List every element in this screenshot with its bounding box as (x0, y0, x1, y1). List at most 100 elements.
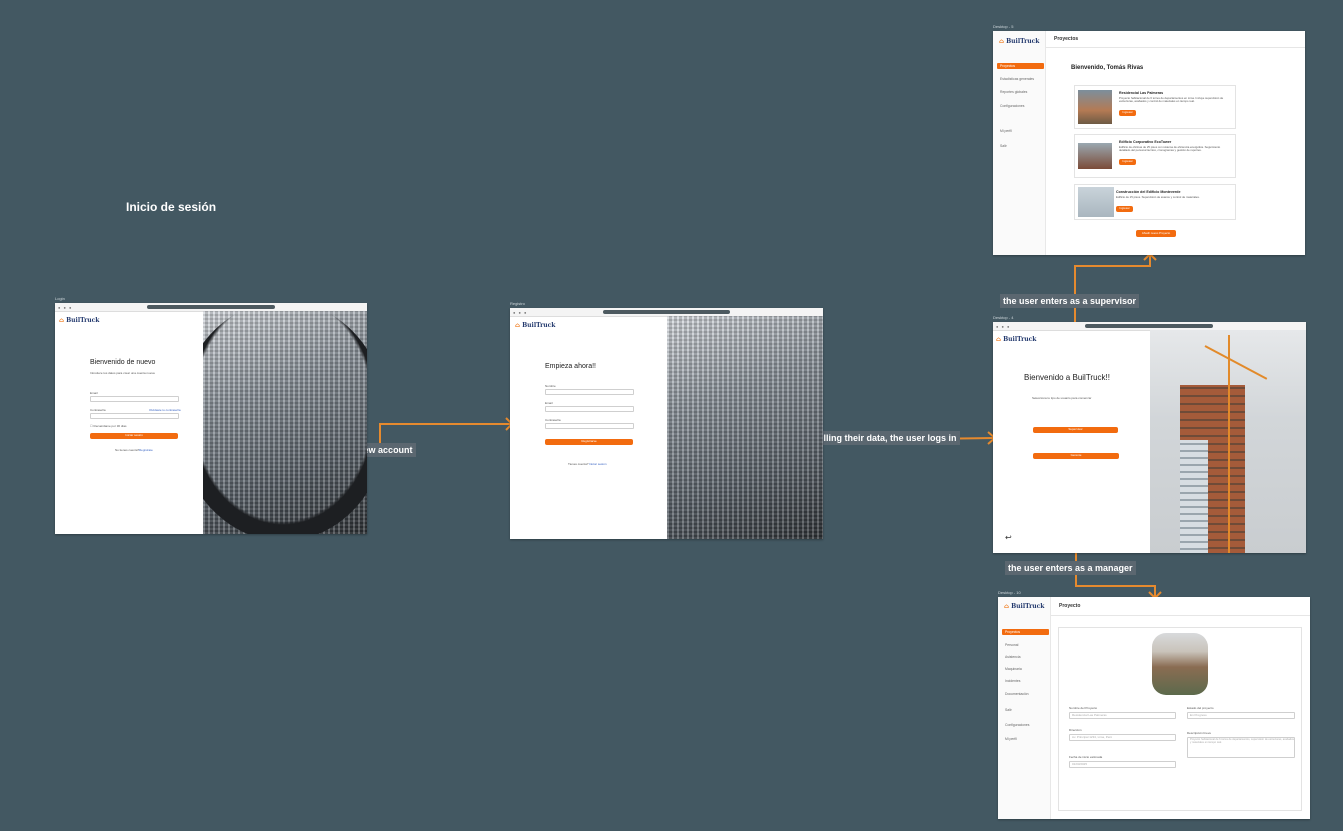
window-bar: ● ● ● (993, 322, 1306, 331)
supervisor-sidebar: ⌂ BuilTruck Proyectos Estadísticas gener… (993, 31, 1046, 255)
project-desc: Proyecto habitacional de 6 torres de dep… (1119, 96, 1224, 104)
crane-mast (1228, 335, 1230, 553)
login-link[interactable]: Iniciar sesión (589, 462, 607, 466)
project-desc: Edificio de oficinas de 25 pisos con sis… (1119, 145, 1221, 153)
sidebar-item-configuraciones[interactable]: Configuraciones (1000, 104, 1025, 108)
sidebar-item-proyectos[interactable]: Proyectos (1002, 629, 1049, 635)
frame-label-login: Login (55, 296, 65, 301)
description-textarea[interactable]: Proyecto habitacional de 6 torres de dep… (1187, 737, 1295, 758)
frame-label-register: Registro (510, 301, 525, 306)
crane-jib (1204, 345, 1268, 380)
canvas-title: Inicio de sesión (126, 200, 217, 214)
window-bar: ● ● ● (510, 308, 823, 317)
window-controls-icon: ● ● ● (996, 324, 1011, 329)
frame-label-manager: Desktop - 10 (998, 590, 1021, 595)
register-heading: Empieza ahora!! (545, 363, 596, 370)
brand-logo: ⌂ BuilTruck (1004, 603, 1045, 610)
sidebar-item-documentacion[interactable]: Documentación (1005, 692, 1029, 696)
project-name: Construcción del Edificio Monteverde (1116, 190, 1181, 194)
email-label: Email (545, 401, 553, 405)
hat-icon: ⌂ (1004, 603, 1010, 610)
sidebar-item-asistencia[interactable]: Asistencia (1005, 655, 1021, 659)
project-form-card: Nombre del Proyecto Residencial Las Palm… (1058, 627, 1302, 811)
project-thumbnail (1078, 90, 1112, 124)
project-thumbnail (1078, 143, 1112, 169)
supervisor-dashboard: ⌂ BuilTruck Proyectos Estadísticas gener… (993, 31, 1305, 255)
sidebar-item-estadisticas[interactable]: Estadísticas generales (1000, 77, 1035, 81)
remember-label: Recuérdame por 30 días (93, 424, 127, 428)
sidebar-item-salir[interactable]: Salir (1005, 708, 1012, 712)
frame-label-supervisor: Desktop - 5 (993, 24, 1014, 29)
sidebar-item-configuraciones[interactable]: Configuraciones (1005, 723, 1030, 727)
skyscraper-photo (203, 311, 367, 534)
sidebar-item-maquinaria[interactable]: Maquinaria (1005, 667, 1022, 671)
supervisor-option-button[interactable]: Supervisor (1033, 427, 1118, 433)
url-bar[interactable] (603, 310, 730, 314)
hat-icon: ⌂ (515, 322, 521, 329)
enter-project-button[interactable]: Ingresar (1119, 110, 1136, 116)
start-date-label: Fecha de inicio estimada (1069, 755, 1103, 759)
login-heading: Bienvenido de nuevo (90, 359, 156, 366)
email-input[interactable] (545, 406, 634, 412)
project-name-input[interactable]: Residencial Las Palmeras (1069, 712, 1176, 719)
password-label: Contraseña (545, 418, 561, 422)
project-image[interactable] (1152, 633, 1208, 695)
window-controls-icon: ● ● ● (58, 305, 73, 310)
sidebar-item-salir[interactable]: Salir (1000, 144, 1007, 148)
enter-project-button[interactable]: Ingresar (1116, 206, 1133, 212)
register-screen: ● ● ● ⌂ BuilTruck Empieza ahora!! Nombre… (510, 308, 823, 539)
sidebar-item-incidentes[interactable]: Incidentes (1005, 679, 1021, 683)
name-input[interactable] (545, 389, 634, 395)
project-thumbnail (1078, 187, 1114, 217)
project-desc: Edificio de 15 pisos. Supervisión de ava… (1116, 195, 1200, 199)
project-card: Construcción del Edificio Monteverde Edi… (1074, 184, 1236, 220)
url-bar[interactable] (1085, 324, 1213, 328)
password-input[interactable] (545, 423, 634, 429)
hat-icon: ⌂ (999, 38, 1005, 45)
manager-option-button[interactable]: Gerente (1033, 453, 1119, 459)
manager-sidebar: ⌂ BuilTruck Proyectos Personal Asistenci… (998, 597, 1051, 819)
sidebar-item-reportes[interactable]: Reportes globales (1000, 90, 1028, 94)
register-submit-button[interactable]: Registrarse (545, 439, 633, 445)
project-name: Residencial Las Palmeras (1119, 91, 1164, 95)
sidebar-item-proyectos[interactable]: Proyectos (997, 63, 1044, 69)
email-input[interactable] (90, 396, 179, 402)
page-title: Proyectos (1046, 31, 1305, 48)
name-label: Nombre (545, 384, 556, 388)
window-controls-icon: ● ● ● (513, 310, 528, 315)
email-label: Email (90, 391, 98, 395)
register-link[interactable]: Regístrate (139, 448, 153, 452)
manager-project-screen: ⌂ BuilTruck Proyectos Personal Asistenci… (998, 597, 1310, 819)
remember-checkbox[interactable]: ☐ Recuérdame por 30 días (90, 424, 127, 428)
hat-icon: ⌂ (59, 317, 65, 324)
address-input[interactable]: Av. Principal 1234, Lima, Perú (1069, 734, 1176, 741)
login-screen: ● ● ● ⌂ BuilTruck Bienvenido de nuevo In… (55, 303, 367, 534)
url-bar[interactable] (147, 305, 275, 309)
role-heading: Bienvenido a BuilTruck!! (1024, 373, 1110, 382)
sidebar-item-perfil[interactable]: Mi perfil (1005, 737, 1017, 741)
no-account-text: No tienes cuenta? (115, 448, 140, 452)
password-label: Contraseña (90, 408, 106, 412)
photo-vignette (203, 311, 367, 534)
sidebar-item-personal[interactable]: Personal (1005, 643, 1019, 647)
password-input[interactable] (90, 413, 179, 419)
state-label: Estado del proyecto (1187, 706, 1214, 710)
frame-label-roles: Desktop - 4 (993, 315, 1014, 320)
skyscraper-photo (667, 316, 823, 539)
role-select-screen: ● ● ● ⌂ BuilTruck Bienvenido a BuilTruck… (993, 322, 1306, 553)
page-title: Proyecto (1051, 597, 1310, 616)
start-date-select[interactable]: 01/03/2025 (1069, 761, 1176, 768)
enter-project-button[interactable]: Ingresar (1119, 159, 1136, 165)
description-label: Descripción breve (1187, 731, 1212, 735)
login-submit-button[interactable]: Iniciar sesión (90, 433, 178, 439)
address-label: Dirección (1069, 728, 1082, 732)
sidebar-item-perfil[interactable]: Mi perfil (1000, 129, 1012, 133)
role-subtitle: Selecciona tu tipo de usuario para comen… (1032, 396, 1092, 400)
have-account-text: Tienes cuenta? (568, 462, 589, 466)
login-subtitle: Introduce tus datos para crear una cuent… (90, 371, 155, 375)
brand-logo: ⌂ BuilTruck (515, 322, 556, 329)
add-project-button[interactable]: Añadir nuevo Proyecto (1136, 230, 1176, 237)
state-select[interactable]: En Progreso (1187, 712, 1295, 719)
forgot-password-link[interactable]: Olvidaste tu contraseña (149, 408, 181, 412)
back-arrow-icon[interactable]: ↩ (1005, 533, 1012, 542)
